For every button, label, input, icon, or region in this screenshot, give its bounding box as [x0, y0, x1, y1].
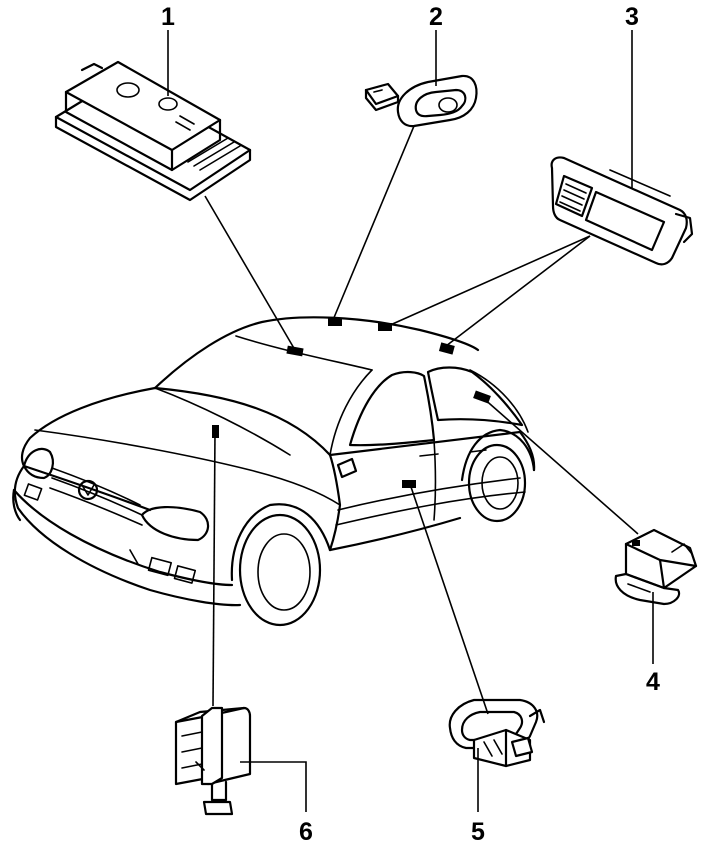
part-2-rear-reading-light: [364, 74, 478, 128]
callout-2: 2: [429, 3, 443, 31]
part-6-bonnet-switch: [174, 706, 252, 816]
car-illustration: [12, 316, 536, 627]
callout-6: 6: [299, 818, 313, 846]
callout-3: 3: [625, 3, 639, 31]
callout-1: 1: [161, 3, 175, 31]
part-3-rear-interior-light: [550, 156, 694, 266]
part-1-front-interior-light: [54, 60, 252, 202]
callout-labels: 1 2 3 4 5 6: [161, 3, 660, 846]
callout-4: 4: [646, 668, 660, 696]
part-4-luggage-light: [614, 528, 698, 606]
part-5-door-light: [448, 698, 546, 768]
callout-5: 5: [471, 818, 485, 846]
leader-lines: [167, 30, 654, 812]
